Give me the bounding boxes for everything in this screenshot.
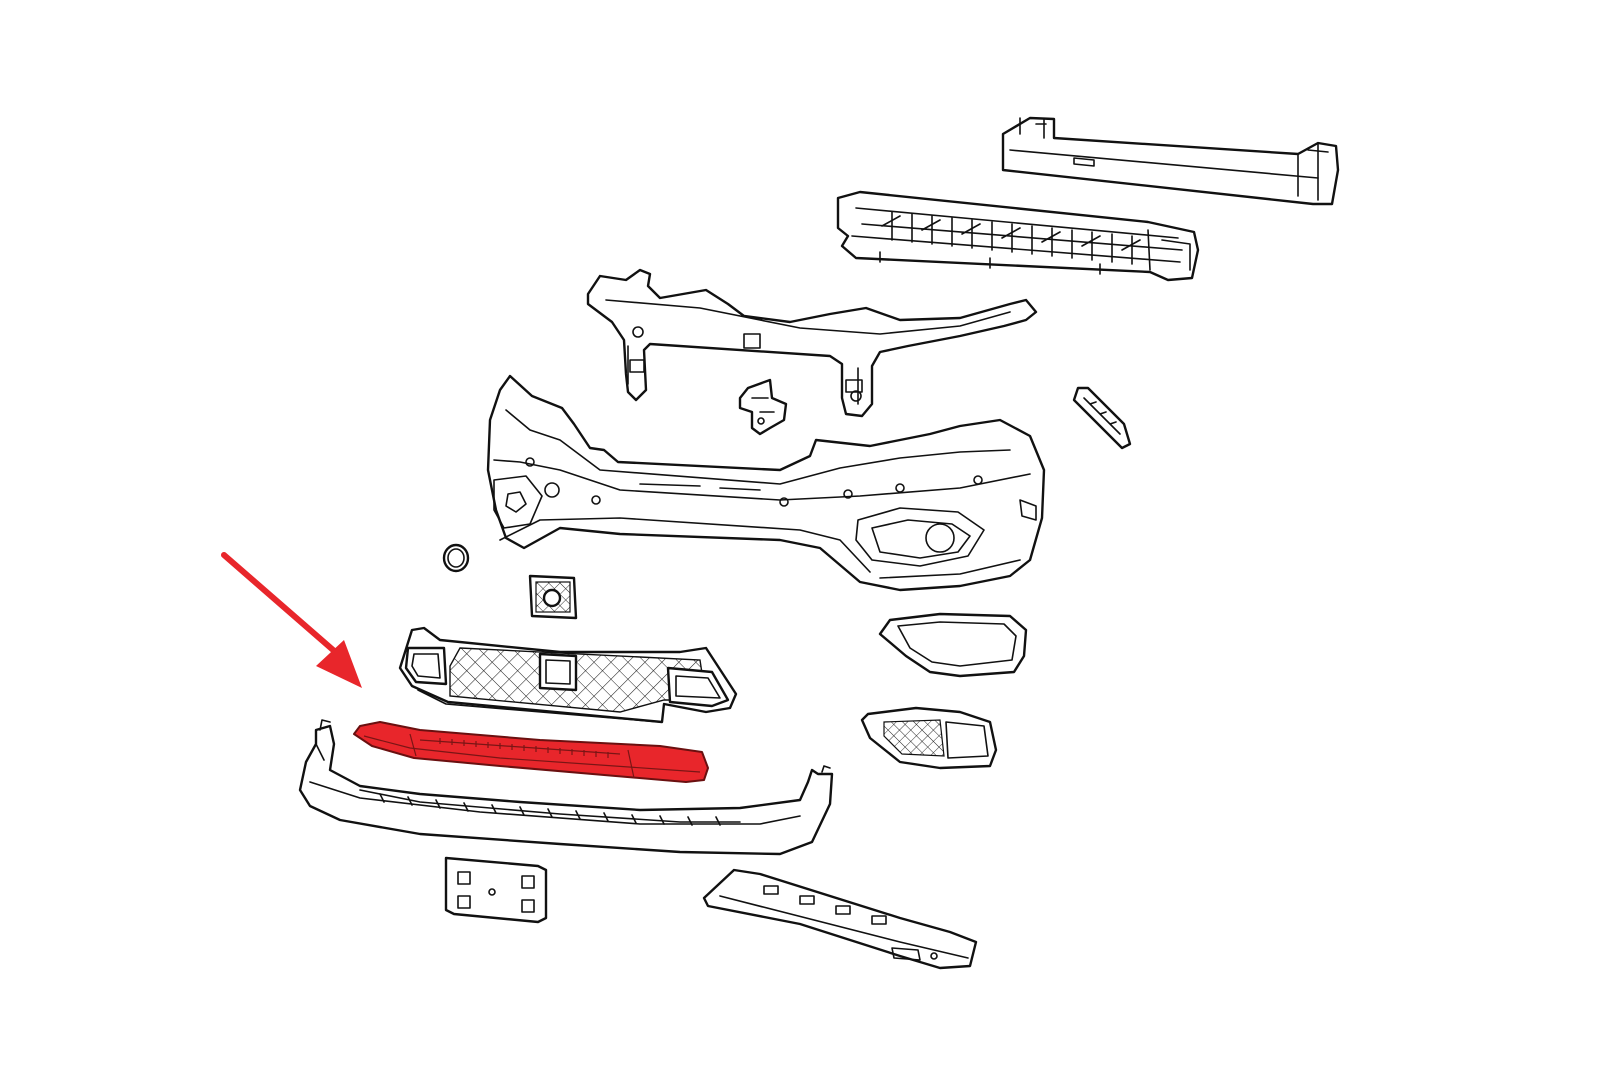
sensor-ring — [442, 543, 470, 573]
fog-lamp-bezel — [878, 612, 1028, 678]
lower-grille-trim-strip — [353, 721, 709, 783]
lower-grille — [398, 626, 738, 724]
upper-support-bracket — [586, 268, 1038, 418]
license-plate-bracket — [444, 856, 548, 924]
camera-mount-bracket — [528, 574, 578, 620]
center-mount-bracket — [738, 378, 788, 436]
fog-lamp-grille — [860, 706, 998, 770]
energy-absorber — [836, 190, 1200, 282]
skid-plate — [702, 868, 978, 970]
reinforcement-beam — [1001, 116, 1340, 206]
side-bracket-strip — [1072, 386, 1132, 450]
red-arrow-icon — [221, 552, 362, 688]
lower-fascia — [298, 719, 834, 856]
bumper-fascia — [486, 374, 1046, 592]
